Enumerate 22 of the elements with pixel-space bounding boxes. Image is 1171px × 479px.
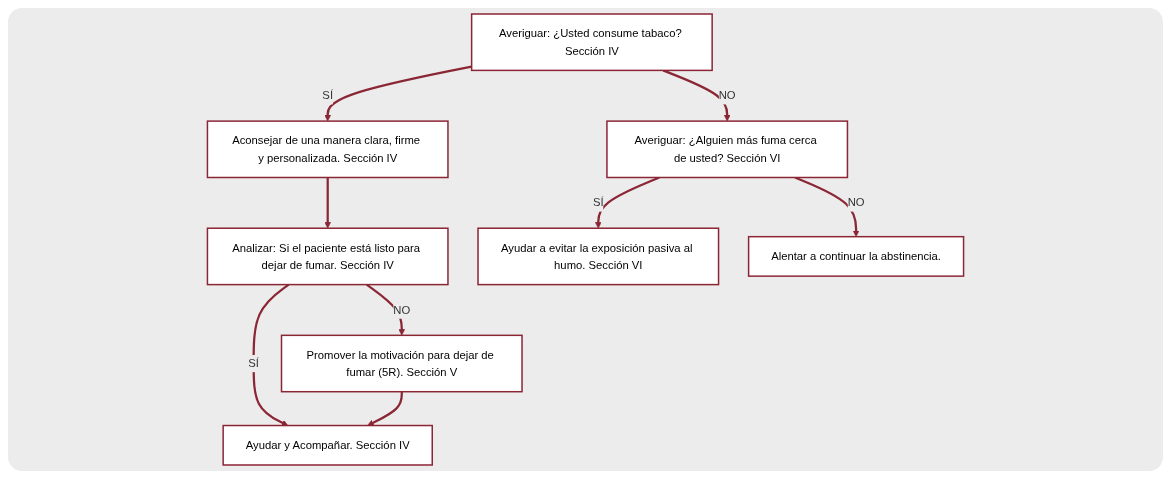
arrow <box>595 176 660 229</box>
edge-label: NO <box>718 88 736 102</box>
node-box: Ayudar y Acompañar. Sección IV <box>222 424 433 466</box>
arrow <box>324 65 472 122</box>
node-box: Aconsejar de una manera clara, firme y personalizada. Sección IV <box>206 120 449 179</box>
arrow <box>794 176 860 237</box>
arrow <box>324 177 331 229</box>
node-box: Alentar a continuar la abstinencia. <box>747 235 965 277</box>
node-box: Averiguar: ¿Usted consume tabaco? Sección IV <box>470 13 713 72</box>
arrow <box>366 283 406 336</box>
edge-label: NO <box>393 303 411 316</box>
node-box: Averiguar: ¿Alguien más fuma cerca de usted? Sección VI <box>606 120 849 179</box>
node-box: Promover la motivación para dejar de fumar (5R). Sección V <box>280 334 523 393</box>
arrow <box>252 283 290 426</box>
arrow <box>662 69 731 122</box>
edge-label: SÍ <box>322 88 334 102</box>
node-box: Ayudar a evitar la exposición pasiva al humo. Sección VI <box>477 227 720 286</box>
edge-label: NO <box>847 195 865 209</box>
edge-label: SÍ <box>592 195 604 209</box>
node-box: Analizar: Si el paciente está listo para dejar de fumar. Sección IV <box>206 227 449 286</box>
edge-label: SÍ <box>248 356 259 370</box>
arrow <box>367 391 403 426</box>
